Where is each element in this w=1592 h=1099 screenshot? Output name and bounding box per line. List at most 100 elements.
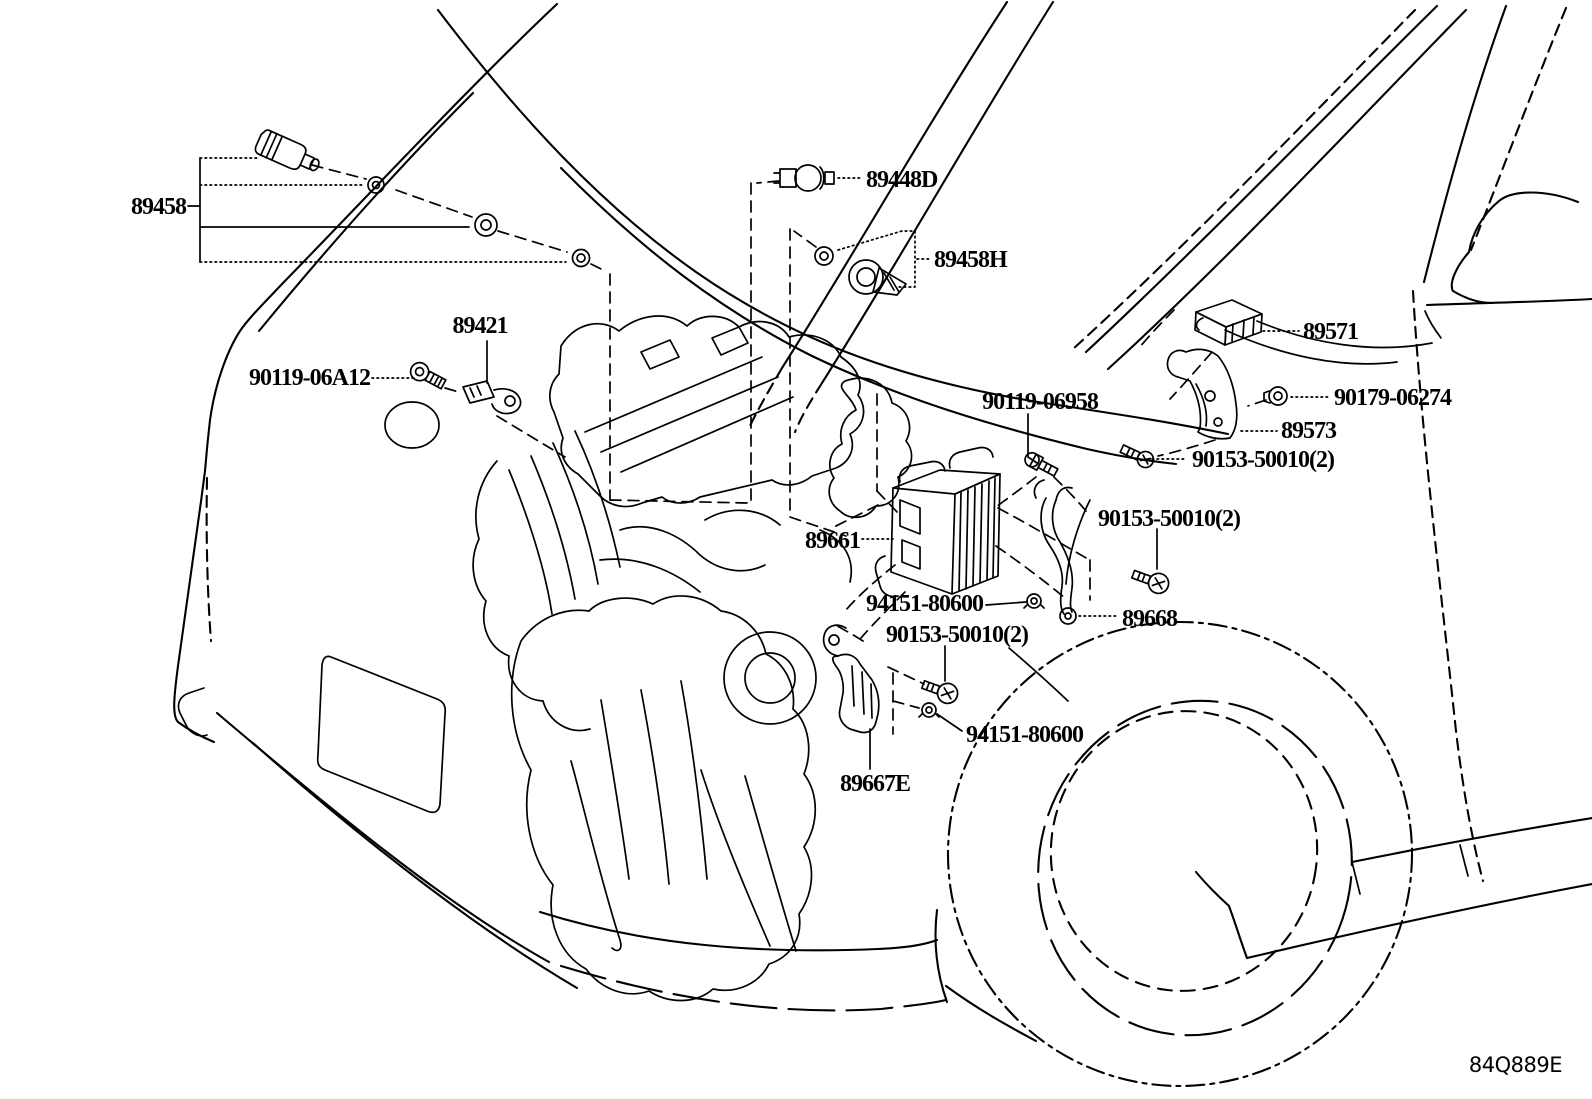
label-90153-50010-upper: 90153-50010(2) [1192,447,1334,473]
harness-dash-3 [497,230,568,253]
under-engine-line-2 [700,769,771,947]
arm [491,387,522,415]
a-pillar-hidden [1071,8,1417,351]
grommet-icon-1-hole [371,180,381,190]
ecu-left-face [890,487,953,595]
harness-dash-1 [311,164,367,180]
label-90179-06274: 90179-06274 [1334,385,1452,411]
rocker-tick-1 [1351,861,1361,895]
label-90119-06958: 90119-06958 [982,389,1099,415]
ecu-connectors [1195,316,1255,342]
valve-cover-rib-2 [600,376,779,453]
shank [424,370,447,390]
cowl-line-2 [559,166,1178,466]
bracket-hole-2 [1213,417,1223,427]
head-cross [940,687,955,700]
nose [824,171,835,185]
ecu-side [1194,311,1227,346]
bracket-ribs [851,665,873,719]
a-pillar-2 [1106,8,1468,371]
cowl-right-1 [1224,329,1398,365]
temp-sensor-icon [773,164,835,192]
engine-left-edge [472,460,591,732]
bracket-89667-dash-2 [892,700,920,709]
rocker-line-1 [1350,816,1592,864]
nut-hole [1030,597,1038,605]
bracket-89667E-icon [822,624,880,734]
tire-hidden [1049,710,1319,992]
label-90153-50010-lower: 90153-50010(2) [886,622,1028,648]
harness-dash-10 [793,230,817,248]
ecu-strap-dash-2 [995,545,1067,600]
bumper-crease-2 [251,741,579,990]
nut-hole [925,706,933,714]
ecu-89661-icon [874,446,1001,598]
label-89458H: 89458H [934,247,1008,273]
mirror-base-line [1425,297,1592,307]
harness-dash-6 [609,499,749,504]
label-89571: 89571 [1303,319,1358,345]
nut-bracket-dash [1247,399,1267,407]
bolt-06958-dash-1 [995,476,1037,508]
transaxle-outline [510,595,817,1002]
bracket-body [831,653,880,734]
part-labels: 89458 89448D 89458H 89421 90119-06A12 89… [131,167,1563,1077]
ecu-top [1195,299,1263,328]
connector [462,380,495,404]
label-94151-80600-lower: 94151-80600 [966,722,1084,748]
engine-assembly [472,315,913,1002]
a-pillar-1 [1084,4,1439,354]
harness-dash-8 [756,180,780,184]
wheel-arch-middle [1037,699,1353,1037]
rocker-line-2 [1245,882,1592,960]
bracket-89667-dash-1 [887,666,925,685]
head [409,361,430,382]
leader-90153-lower-b [1008,647,1069,702]
bracket-hole-1 [1204,390,1216,402]
harness-dash-11 [789,516,847,537]
nut-94151-lower-icon [918,702,940,718]
ecu-side-detail-1 [899,499,921,535]
nut-flange [1023,604,1045,609]
hood-edge-outer [203,2,559,473]
label-89573: 89573 [1281,418,1337,444]
oring-89458H-hole [819,251,829,261]
shank [920,679,941,695]
bracket-outline [1166,348,1238,440]
intake-rib-4 [574,430,621,568]
nut-hole [1273,391,1283,401]
oring-89458H [814,246,834,266]
engine-detail-1 [619,525,766,572]
label-89458: 89458 [131,194,187,220]
mirror-lower-line [1424,310,1442,339]
threaded-nose [872,267,907,296]
sensor-ribs [259,130,284,161]
engine-cap-1 [640,339,680,370]
label-89661: 89661 [805,528,860,554]
bracket-rib [1195,383,1208,427]
drawing-code: 84Q889E [1469,1053,1562,1077]
ecu-foot [874,555,899,598]
valve-cover-rib-3 [620,396,794,473]
leader-89458H-a [837,230,916,288]
nut-94151-upper-icon [1023,593,1045,609]
nut-outer [1268,386,1288,406]
label-89668: 89668 [1122,606,1178,632]
bracket-89573-icon [1166,348,1238,440]
transaxle-rib-1 [600,699,630,880]
fender-step [1194,870,1249,960]
harness-dash-4 [590,263,608,273]
engine-valve-cover [549,315,865,508]
under-engine-line-3 [744,775,797,952]
door-frame-front-2 [1469,6,1568,252]
label-89421: 89421 [453,313,508,339]
door-frame-front-1 [1422,4,1508,284]
windshield-edge-1 [780,0,1009,370]
bolt-06958-icon [1024,451,1059,477]
intake-rib-2 [530,455,576,600]
sensor-tip [309,158,320,172]
label-89667E: 89667E [840,771,910,797]
ecu-tab-2 [948,446,994,469]
bellhousing-inner [744,652,796,704]
